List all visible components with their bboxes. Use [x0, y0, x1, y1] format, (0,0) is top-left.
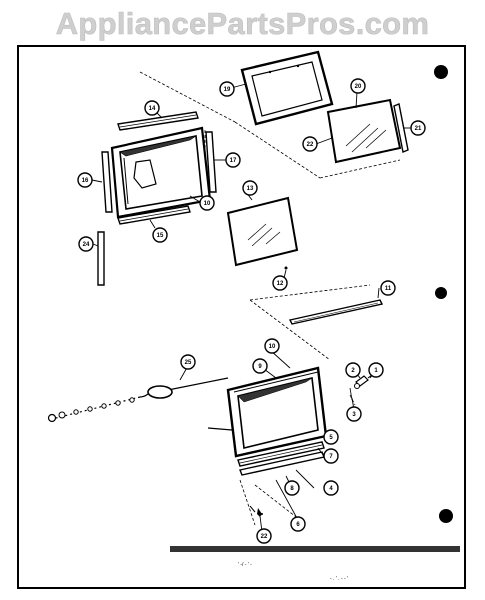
hinge-hardware — [349, 374, 373, 401]
callout-21: 21 — [410, 120, 426, 136]
svg-text:10: 10 — [269, 344, 276, 350]
callout-10-lower: 10 — [264, 338, 280, 354]
svg-text:9: 9 — [258, 364, 262, 370]
svg-text:6: 6 — [296, 522, 300, 528]
callout-1: 1 — [368, 362, 384, 378]
svg-text:22: 22 — [307, 142, 314, 148]
rotisserie-spit-25 — [47, 377, 229, 423]
callout-15: 15 — [152, 227, 168, 243]
left-side-trim — [101, 151, 113, 213]
svg-text:8: 8 — [290, 486, 294, 492]
screw-22-lower — [249, 505, 263, 517]
callout-6: 6 — [290, 516, 306, 532]
callout-22-upper: 22 — [302, 136, 318, 152]
svg-text:19: 19 — [224, 87, 231, 93]
callout-16: 16 — [77, 172, 93, 188]
callout-19: 19 — [219, 81, 235, 97]
svg-text:22: 22 — [261, 534, 268, 540]
bottom-trim-strip — [117, 205, 191, 225]
callout-13: 13 — [242, 180, 258, 196]
svg-text:12: 12 — [277, 281, 284, 287]
callouts: 14 19 20 21 22 17 16 13 10 15 24 12 11 1… — [77, 78, 426, 544]
outer-frame-19 — [240, 50, 334, 126]
right-side-trim — [205, 131, 217, 193]
svg-text:16: 16 — [82, 178, 89, 184]
callout-14: 14 — [144, 100, 160, 116]
svg-text:' -/ - ' -: ' -/ - ' - — [238, 562, 252, 568]
outer-glass-20 — [326, 98, 402, 164]
svg-text:1: 1 — [374, 368, 378, 374]
callout-9: 9 — [252, 358, 268, 374]
callout-25: 25 — [180, 354, 196, 370]
svg-text:24: 24 — [83, 242, 90, 248]
vertical-strip-24 — [97, 231, 105, 286]
svg-text:25: 25 — [185, 360, 192, 366]
callout-4: 4 — [323, 480, 339, 496]
svg-text:20: 20 — [355, 84, 362, 90]
svg-text:7: 7 — [329, 454, 333, 460]
svg-text:11: 11 — [385, 286, 392, 292]
callout-3: 3 — [346, 406, 362, 422]
strip-11 — [288, 299, 384, 325]
lower-door-9 — [207, 366, 328, 458]
upper-glass-panel — [226, 196, 299, 267]
svg-text:15: 15 — [157, 233, 164, 239]
svg-text:5: 5 — [329, 435, 333, 441]
svg-text:2: 2 — [351, 368, 355, 374]
svg-text:21: 21 — [415, 126, 422, 132]
callout-2: 2 — [345, 362, 361, 378]
callout-20: 20 — [350, 78, 366, 94]
svg-text:10: 10 — [204, 201, 211, 207]
svg-text:14: 14 — [149, 106, 156, 112]
door-bottom-strip-7 — [237, 441, 325, 467]
svg-text:4: 4 — [329, 486, 333, 492]
screw-12 — [284, 266, 288, 270]
callout-10-upper: 10 — [199, 195, 215, 211]
upper-door-frame — [110, 126, 212, 219]
callout-7: 7 — [323, 448, 339, 464]
callout-17: 17 — [225, 152, 241, 168]
svg-text:17: 17 — [230, 158, 237, 164]
callout-12: 12 — [272, 275, 288, 291]
callout-22-lower: 22 — [256, 528, 272, 544]
svg-text:- . ' . - - ': - . ' . - - ' — [330, 576, 348, 582]
svg-text:13: 13 — [247, 186, 254, 192]
svg-text:3: 3 — [352, 412, 356, 418]
callout-11: 11 — [380, 280, 396, 296]
callout-8-upper: 8 — [284, 480, 300, 496]
top-trim-strip — [117, 111, 199, 131]
callout-24: 24 — [78, 236, 94, 252]
page-frame: ' -/ - ' - - . ' . - - ' — [17, 45, 466, 589]
callout-5: 5 — [323, 429, 339, 445]
glass-trim-21 — [393, 103, 409, 153]
watermark-logo: AppliancePartsPros.com — [55, 6, 430, 42]
